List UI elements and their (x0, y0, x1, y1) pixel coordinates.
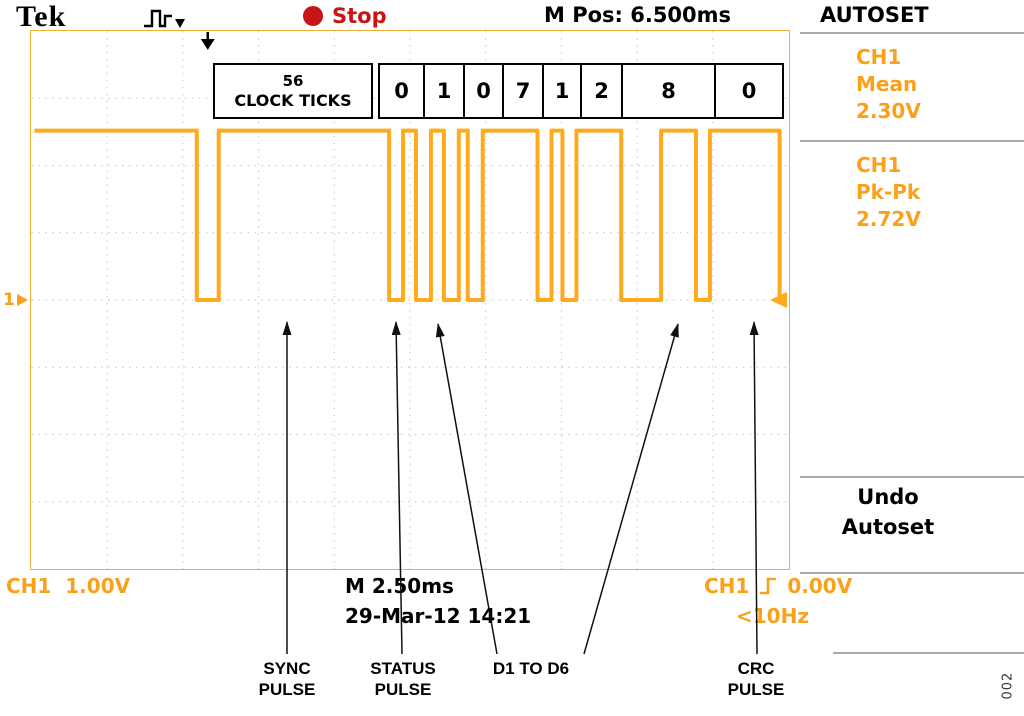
waveform-display (31, 31, 789, 569)
status-pulse-label: STATUS PULSE (346, 658, 460, 700)
clock-ticks-label: CLOCK TICKS (234, 91, 352, 110)
stop-label: Stop (332, 4, 387, 28)
digit-cell: 0 (714, 63, 784, 119)
trigger-source: CH1 (704, 574, 750, 598)
grid (31, 31, 789, 569)
horizontal-position-readout: M Pos: 6.500ms (544, 3, 732, 27)
measurement-ch1-mean: CH1 Mean 2.30V (856, 44, 921, 125)
measurement-source: CH1 (856, 45, 902, 69)
measurement-value: 2.30V (856, 99, 921, 123)
digit-cell: 1 (423, 63, 465, 119)
crc-pulse-label: CRC PULSE (699, 658, 813, 700)
channel1-marker: 1 (3, 290, 28, 310)
clock-ticks-callout: 56 CLOCK TICKS (213, 63, 373, 119)
sync-pulse-line1: SYNC (263, 659, 311, 678)
right-arrow-icon (16, 294, 28, 306)
measurement-type: Pk-Pk (856, 180, 921, 204)
menu-title-autoset: AUTOSET (820, 3, 929, 27)
measurement-ch1-pkpk: CH1 Pk-Pk 2.72V (856, 152, 921, 233)
trigger-readout: CH1 0.00V (704, 574, 852, 598)
digit-cell: 1 (542, 63, 582, 119)
acquisition-status: Stop (303, 4, 387, 28)
digit-cell: 2 (580, 63, 623, 119)
menu-divider (800, 32, 1024, 34)
digit-cell: 8 (621, 63, 716, 119)
figure-number: 002 (1000, 671, 1016, 700)
trigger-level-readout: 0.00V (787, 574, 853, 598)
data-pulses-label: D1 TO D6 (492, 659, 570, 678)
undo-autoset-button[interactable]: Undo Autoset (800, 482, 976, 542)
stop-icon (303, 6, 323, 26)
trigger-level-arrow-icon (770, 292, 787, 308)
sync-pulse-line2: PULSE (258, 680, 316, 699)
undo-autoset-line1: Undo (857, 485, 919, 509)
crc-pulse-line2: PULSE (727, 680, 785, 699)
measurement-type: Mean (856, 72, 918, 96)
tek-logo: Tek (16, 0, 67, 33)
channel1-marker-label: 1 (3, 290, 15, 310)
rising-edge-icon (760, 577, 777, 595)
digit-cell: 7 (502, 63, 544, 119)
menu-divider (800, 572, 1024, 574)
trigger-frequency-readout: <10Hz (736, 604, 809, 628)
digit-cell: 0 (463, 63, 504, 119)
timebase-readout: M 2.50ms (345, 574, 454, 598)
menu-divider (800, 140, 1024, 142)
trigger-position-marker-icon (200, 31, 215, 50)
clock-ticks-count: 56 (282, 72, 304, 90)
crc-pulse-line1: CRC (737, 659, 775, 678)
status-pulse-line1: STATUS (370, 659, 436, 678)
datetime-readout: 29-Mar-12 14:21 (345, 604, 532, 628)
graticule: 56 CLOCK TICKS 0 1 0 7 1 2 8 0 (30, 30, 790, 570)
ch1-trace (34, 128, 782, 302)
undo-autoset-line2: Autoset (841, 515, 935, 539)
menu-divider (800, 476, 1024, 478)
measurement-source: CH1 (856, 153, 902, 177)
trigger-waveform-icon (144, 9, 185, 28)
digit-cell: 0 (378, 63, 425, 119)
status-pulse-line2: PULSE (374, 680, 432, 699)
sync-pulse-label: SYNC PULSE (230, 658, 344, 700)
digit-callouts: 0 1 0 7 1 2 8 0 (378, 63, 784, 119)
ch1-scale-readout: CH1 1.00V (6, 574, 131, 598)
bottom-right-divider (833, 652, 1024, 654)
measurement-value: 2.72V (856, 207, 921, 231)
